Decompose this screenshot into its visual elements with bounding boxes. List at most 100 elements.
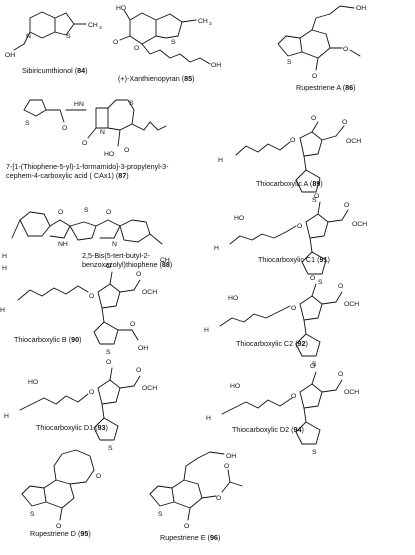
svg-text:S: S	[84, 207, 89, 214]
svg-text:O: O	[338, 371, 343, 378]
svg-text:OCH: OCH	[346, 138, 361, 145]
svg-text:O: O	[113, 39, 118, 46]
label-88-line1: 2,5-Bis(5-tert-butyl-2-	[82, 251, 151, 260]
svg-text:N: N	[112, 241, 117, 248]
svg-text:OCH: OCH	[344, 389, 359, 396]
structure-85: HO O O S CH 3 OH	[113, 5, 221, 69]
svg-text:O: O	[130, 321, 135, 328]
svg-text:O: O	[314, 193, 319, 200]
svg-text:O: O	[58, 209, 63, 216]
svg-text:O: O	[312, 73, 317, 80]
svg-text:O: O	[124, 147, 129, 154]
svg-text:O: O	[216, 495, 221, 502]
structure-94: HO H O O OCH O S	[206, 363, 359, 456]
svg-text:O: O	[291, 393, 296, 400]
structure-89: H O O OCH O S	[218, 115, 361, 204]
svg-text:OH: OH	[211, 62, 221, 69]
svg-text:3: 3	[209, 21, 212, 27]
svg-text:O: O	[291, 305, 296, 312]
label-95: Rupestriene D (95)	[30, 529, 91, 538]
svg-text:HO: HO	[230, 383, 240, 390]
svg-text:O: O	[106, 263, 111, 270]
svg-text:O: O	[82, 140, 87, 147]
svg-text:CH: CH	[160, 257, 170, 264]
svg-text:O: O	[311, 115, 316, 122]
svg-text:H: H	[2, 265, 7, 272]
svg-text:O: O	[134, 45, 139, 52]
structure-88: O S O NH N H H CH	[2, 207, 170, 272]
svg-text:O: O	[89, 389, 94, 396]
label-96: Rupestriene E (96)	[160, 533, 220, 542]
svg-text:OH: OH	[138, 345, 148, 352]
structure-86: S O O OH	[277, 5, 366, 80]
svg-text:S: S	[318, 279, 323, 286]
svg-text:OCH: OCH	[142, 385, 157, 392]
svg-text:O: O	[344, 202, 349, 209]
svg-text:S: S	[312, 361, 317, 368]
svg-text:S: S	[312, 449, 317, 456]
svg-text:OCH: OCH	[352, 221, 367, 228]
svg-text:HO: HO	[116, 5, 126, 12]
label-93: Thiocarboxylic D1 (93)	[36, 423, 108, 432]
svg-text:H: H	[218, 157, 223, 164]
svg-text:S: S	[287, 59, 292, 66]
svg-text:O: O	[136, 271, 141, 278]
svg-text:O: O	[224, 463, 229, 470]
svg-text:S: S	[171, 39, 176, 46]
structure-92: HO H O O OCH O S	[204, 275, 359, 368]
svg-text:3: 3	[99, 25, 102, 31]
label-89: Thiocarboxylic A (89)	[256, 179, 323, 188]
label-88-line2: benzoxazolyl)thiophene (88)	[82, 260, 172, 269]
svg-text:O: O	[89, 293, 94, 300]
svg-text:H: H	[204, 327, 209, 334]
svg-text:O: O	[297, 223, 302, 230]
structure-87: S O H N S N O HO O	[23, 99, 167, 158]
svg-text:HO: HO	[228, 295, 238, 302]
svg-text:H: H	[4, 413, 9, 420]
svg-text:H: H	[0, 307, 5, 314]
svg-text:CH: CH	[198, 18, 208, 25]
svg-text:S: S	[108, 445, 113, 452]
svg-text:O: O	[56, 523, 61, 530]
structure-93: HO H O O OCH O S	[4, 359, 157, 452]
atom-s: S	[66, 33, 71, 40]
label-87-line1: 7-[1-(Thiophene-5-yl)-1-formamido]-3-pro…	[6, 162, 169, 171]
svg-text:N: N	[79, 101, 84, 108]
structure-84: N S CH 3 OH	[5, 11, 102, 59]
svg-text:O: O	[290, 137, 295, 144]
atom-n: N	[26, 33, 31, 40]
label-94: Thiocarboxylic D2 (94)	[232, 425, 304, 434]
svg-text:NH: NH	[58, 241, 68, 248]
svg-text:HO: HO	[28, 379, 38, 386]
label-86: Rupestriene A (86)	[296, 83, 356, 92]
structure-96: S O OH O O	[149, 451, 243, 530]
svg-text:O: O	[310, 363, 315, 370]
atom-ch3: CH	[88, 22, 98, 29]
svg-text:N: N	[100, 129, 105, 136]
svg-text:H: H	[206, 415, 211, 422]
svg-text:S: S	[312, 197, 317, 204]
svg-text:HO: HO	[234, 215, 244, 222]
svg-text:S: S	[106, 349, 111, 356]
atom-oh: OH	[5, 52, 15, 59]
svg-text:OH: OH	[356, 5, 366, 12]
svg-text:O: O	[342, 119, 347, 126]
svg-text:H: H	[2, 253, 7, 260]
svg-text:S: S	[30, 511, 35, 518]
svg-text:HO: HO	[104, 151, 114, 158]
svg-text:S: S	[129, 100, 134, 107]
svg-text:O: O	[62, 125, 67, 132]
svg-text:S: S	[25, 120, 30, 127]
structure-90: H O O OCH O S O OH	[0, 263, 157, 356]
svg-text:O: O	[310, 275, 315, 282]
structure-95: S O O	[21, 449, 101, 530]
label-87-line2: cephem-4-carboxylic acid ( CAx1) (87)	[6, 171, 129, 180]
label-84: Sibiricumthionol (84)	[22, 66, 88, 75]
svg-text:S: S	[158, 511, 163, 518]
label-90: Thiocarboxylic B (90)	[14, 335, 82, 344]
atom-hn: H	[74, 101, 79, 108]
svg-text:H: H	[214, 245, 219, 252]
svg-text:O: O	[106, 359, 111, 366]
svg-text:O: O	[136, 367, 141, 374]
